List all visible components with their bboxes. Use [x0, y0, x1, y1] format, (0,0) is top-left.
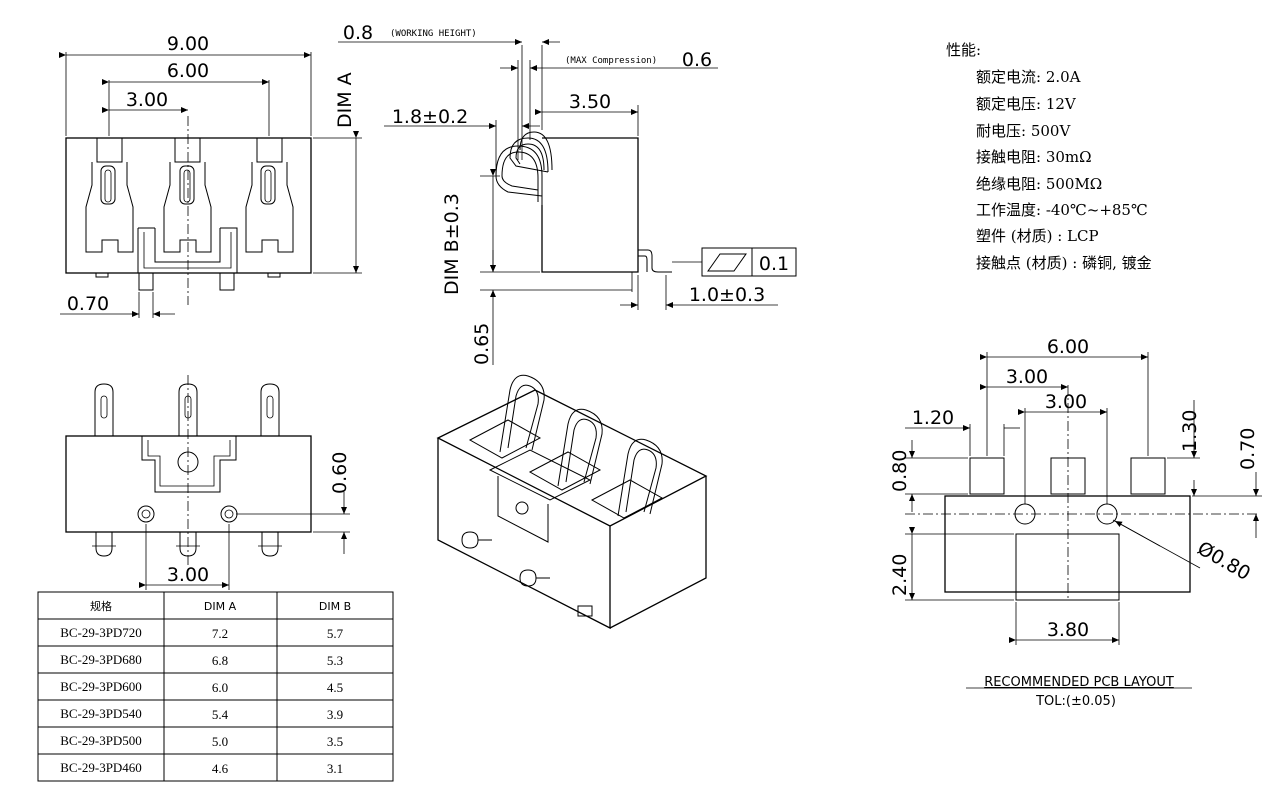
table-cell: 5.7: [327, 626, 344, 641]
pcb-layout: 6.00 3.00 3.00 1.20 1.30 0.70 0.80: [889, 336, 1262, 709]
pcb-dim-600-label: 6.00: [1047, 336, 1089, 358]
table-cell: 5.0: [212, 734, 228, 749]
bottom-view: 0.60 3.00: [65, 375, 351, 590]
spec-line: 接触电阻: 30mΩ: [976, 148, 1092, 166]
spec-line: 额定电压: 12V: [976, 95, 1077, 113]
table-cell: 5.3: [327, 653, 343, 668]
front-contact-right: [245, 138, 294, 253]
table-header: DIM B: [319, 600, 351, 613]
table-cell: BC-29-3PD500: [60, 733, 142, 748]
spec-line: 绝缘电阻: 500MΩ: [976, 175, 1102, 193]
dim-3-label: 3.00: [126, 89, 168, 111]
table-cell: BC-29-3PD460: [60, 760, 142, 775]
isometric-view: [436, 374, 708, 630]
spec-line: 额定电流: 2.0A: [976, 68, 1081, 86]
bottom-body-outline: [65, 435, 312, 533]
pcb-caption: RECOMMENDED PCB LAYOUT: [984, 675, 1174, 690]
dim-6-label: 6.00: [167, 60, 209, 82]
table-cell: 6.8: [212, 653, 228, 668]
pcb-outline: [944, 495, 1191, 593]
front-body-outline: [65, 137, 312, 274]
dim-350-label: 3.50: [569, 91, 611, 113]
bottom-peg-left: [137, 505, 155, 523]
max-compression-label: (MAX Compression): [565, 56, 657, 66]
pcb-dim-130-label: 1.30: [1179, 410, 1201, 452]
spec-line: 塑件 (材质) : LCP: [976, 227, 1099, 245]
spec-list: 性能: 额定电流: 2.0A 额定电压: 12V 耐电压: 500V 接触电阻:…: [946, 41, 1152, 272]
iso-spring-2: [557, 408, 603, 487]
dim-10-label: 1.0±0.3: [689, 284, 765, 306]
pcb-dim-120-label: 1.20: [912, 407, 954, 429]
flatness-icon: [707, 253, 747, 272]
front-bracket: [137, 227, 238, 273]
table-cell: BC-29-3PD680: [60, 652, 142, 667]
table-header: DIM A: [204, 600, 237, 613]
pcb-dim-300b-label: 3.00: [1045, 391, 1087, 413]
bottom-contact-right: [260, 383, 280, 436]
side-spring-inner: [509, 137, 549, 173]
pcb-dim-phi-label: Ø0.80: [1194, 537, 1255, 585]
front-contact-center: [163, 138, 212, 253]
table-cell: BC-29-3PD600: [60, 679, 142, 694]
pcb-pad-left: [969, 457, 1005, 495]
pcb-dim-080-label: 0.80: [889, 450, 911, 492]
bottom-bracket: [141, 436, 237, 493]
spec-line: 工作温度: -40℃~+85℃: [976, 201, 1148, 219]
dim-a-label: DIM A: [334, 72, 356, 128]
table-cell: 3.9: [327, 707, 343, 722]
flatness-value-box: [751, 247, 797, 277]
iso-bracket: [488, 449, 592, 501]
iso-spring-3: [617, 438, 663, 517]
side-view: 0.8 (WORKING HEIGHT) (MAX Compression) 0…: [338, 22, 797, 365]
table-cell: 5.4: [212, 707, 229, 722]
front-foot-left: [138, 272, 154, 291]
flatness-value-label: 0.1: [759, 253, 789, 275]
dim-300-label: 3.00: [167, 564, 209, 586]
table-cell: 4.6: [212, 761, 229, 776]
dim-060-label: 0.60: [329, 452, 351, 494]
bottom-contact-left: [94, 383, 114, 436]
dim-070-label: 0.70: [67, 293, 109, 315]
table-cell: 3.5: [327, 734, 343, 749]
spec-title: 性能:: [946, 41, 981, 59]
dim-065-label: 0.65: [471, 323, 493, 365]
dim-18-label: 1.8±0.2: [392, 106, 468, 128]
pcb-tolerance: TOL:(±0.05): [1035, 694, 1116, 709]
spec-table: 规格 DIM A DIM B BC-29-3PD720 7.2 5.7 BC-2…: [37, 591, 394, 782]
dim-b-label: DIM B±0.3: [441, 193, 463, 295]
dim-9-label: 9.00: [167, 33, 209, 55]
table-cell: 4.5: [327, 680, 343, 695]
bottom-peg-right: [220, 505, 238, 523]
pcb-dim-070-label: 0.70: [1237, 428, 1259, 470]
pcb-dim-300a-label: 3.00: [1006, 366, 1048, 388]
pcb-pad-right: [1130, 457, 1166, 495]
side-body-outline: [541, 137, 639, 273]
iso-foot-1: [461, 531, 479, 549]
table-header: 规格: [90, 599, 112, 613]
spec-line: 接触点 (材质) : 磷铜, 镀金: [976, 254, 1152, 272]
table-cell: 6.0: [212, 680, 228, 695]
table-cell: 7.2: [212, 626, 228, 641]
iso-spring-1: [499, 374, 545, 453]
pcb-dim-240-label: 2.40: [889, 554, 911, 596]
front-view: 9.00 6.00 3.00 DIM A 0.70: [59, 33, 362, 318]
table-cell: 3.1: [327, 761, 343, 776]
spec-line: 耐电压: 500V: [976, 122, 1071, 140]
table-cell: BC-29-3PD720: [60, 625, 142, 640]
front-foot-right: [219, 272, 235, 291]
pcb-center-pad: [1015, 533, 1120, 601]
dim-06-label: 0.6: [682, 49, 712, 71]
front-contact-left: [85, 138, 134, 253]
table-cell: BC-29-3PD540: [60, 706, 142, 721]
pcb-dim-380-label: 3.80: [1047, 619, 1089, 641]
iso-foot-3: [577, 605, 593, 617]
side-terminal: [638, 249, 672, 273]
working-height-label: (WORKING HEIGHT): [390, 29, 477, 39]
flatness-symbol-box: [701, 247, 753, 277]
side-spring-outer: [495, 145, 543, 205]
dim-08-label: 0.8: [343, 22, 373, 44]
bottom-contact-center: [178, 383, 198, 436]
